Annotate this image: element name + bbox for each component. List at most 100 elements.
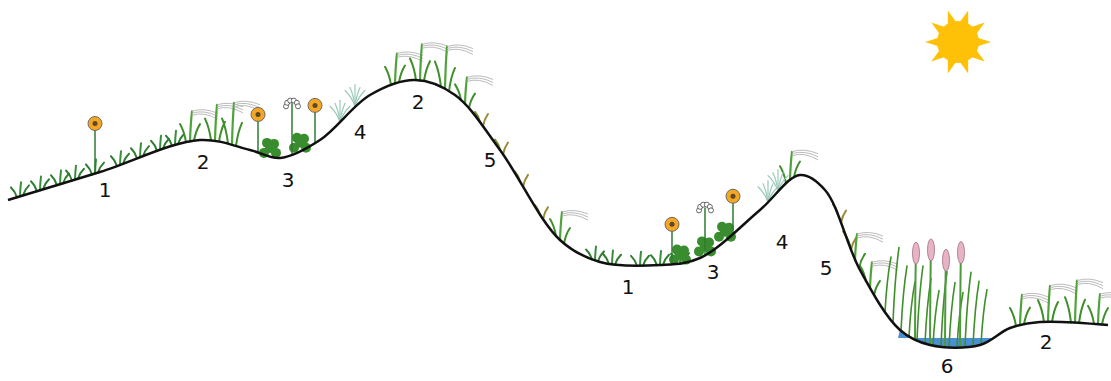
grass-head — [447, 49, 473, 54]
sun-ray — [925, 38, 938, 47]
grass-blade — [870, 262, 872, 288]
grass-blade — [1048, 286, 1050, 322]
callout-number: 1 — [97, 180, 114, 200]
grass-blade — [1065, 297, 1071, 322]
flower-centre — [313, 103, 318, 108]
callout-number: 2 — [410, 92, 427, 112]
grass-blade — [503, 142, 508, 154]
grass-blade — [111, 156, 117, 166]
grass-head — [467, 80, 493, 85]
grass-blade — [399, 66, 405, 83]
grass-blade — [790, 152, 792, 180]
callout-number: 3 — [705, 262, 722, 282]
flower-head — [665, 217, 679, 231]
grass-head — [857, 237, 883, 242]
grass-blade — [1010, 308, 1016, 326]
grass-blade — [420, 44, 422, 80]
grass-blade — [435, 62, 441, 87]
grass-blade — [60, 170, 61, 184]
grass-blade — [643, 256, 649, 266]
grass-blade — [595, 247, 596, 261]
grass-blade — [1024, 308, 1030, 325]
grass-blade — [1038, 300, 1044, 322]
grass-blade — [1020, 295, 1022, 325]
umbel-flower — [709, 208, 714, 213]
grass-blade — [640, 252, 641, 266]
callout-number: 2 — [195, 152, 212, 172]
grass-blade — [131, 148, 137, 158]
grass-blade — [893, 247, 899, 322]
umbel-flower — [296, 104, 301, 109]
grass-blade — [445, 47, 447, 89]
callout-number: 6 — [939, 356, 956, 376]
grass-blade — [410, 58, 416, 80]
clover-leaf — [679, 246, 689, 256]
grass-blade — [175, 131, 176, 145]
grass-blade — [631, 256, 637, 266]
flower-centre — [731, 194, 736, 199]
grass-blade — [1102, 308, 1108, 325]
grass-blade — [215, 105, 217, 141]
grass-blade — [612, 250, 613, 264]
reed-plume — [958, 242, 965, 264]
grass-blade — [205, 119, 211, 141]
sun-ray — [978, 38, 991, 47]
grass-blade — [660, 251, 661, 265]
vegetation — [11, 43, 1111, 348]
grass-blade — [151, 141, 157, 151]
flower-head — [251, 107, 265, 121]
clover-leaf — [299, 134, 309, 144]
grass-blade — [1098, 294, 1100, 324]
flower-head — [308, 98, 322, 112]
umbel-stem — [704, 207, 706, 255]
grass-blade — [543, 207, 548, 219]
grass-blade — [86, 164, 92, 174]
grass-blade — [885, 257, 891, 312]
callout-number: 5 — [818, 258, 835, 278]
flower-centre — [93, 121, 98, 126]
grass-blade — [564, 228, 570, 243]
grass-blade — [874, 281, 880, 295]
grass-blade — [1052, 302, 1058, 322]
callout-number: 1 — [620, 277, 637, 297]
grass-head — [217, 108, 243, 113]
grass-blade — [350, 88, 355, 107]
reed-plume — [913, 242, 920, 264]
grass-head — [872, 265, 898, 270]
grass-blade — [465, 77, 467, 103]
grass-blade — [31, 181, 37, 191]
sun — [925, 11, 991, 74]
umbel-stem — [291, 103, 293, 155]
grass-blade — [222, 118, 228, 143]
grass-blade — [469, 94, 475, 108]
grass-blade — [449, 68, 455, 91]
callout-number: 3 — [280, 170, 297, 190]
grass-blade — [973, 281, 979, 346]
flower-head — [88, 117, 102, 131]
grass-blade — [11, 187, 17, 197]
grass-blade — [523, 175, 528, 187]
grass-blade — [763, 184, 768, 203]
grass-blade — [160, 136, 161, 150]
grass-blade — [51, 175, 57, 185]
grass-blade — [194, 124, 200, 141]
grass-blade — [483, 114, 488, 126]
grass-blade — [651, 255, 657, 265]
grass-blade — [20, 182, 21, 196]
grass-blade — [385, 67, 391, 85]
grass-blade — [395, 53, 397, 83]
grass-blade — [917, 266, 923, 341]
flower-head — [726, 189, 740, 203]
clover-leaf — [269, 139, 279, 149]
sun-disc — [937, 21, 979, 63]
callout-number: 4 — [352, 122, 369, 142]
grass-head — [1077, 283, 1103, 288]
grass-blade — [40, 176, 41, 190]
grass-blade — [180, 124, 186, 142]
grass-blade — [232, 103, 234, 145]
grass-head — [792, 154, 818, 159]
grass-blade — [236, 123, 242, 146]
grass-blade — [773, 173, 778, 192]
